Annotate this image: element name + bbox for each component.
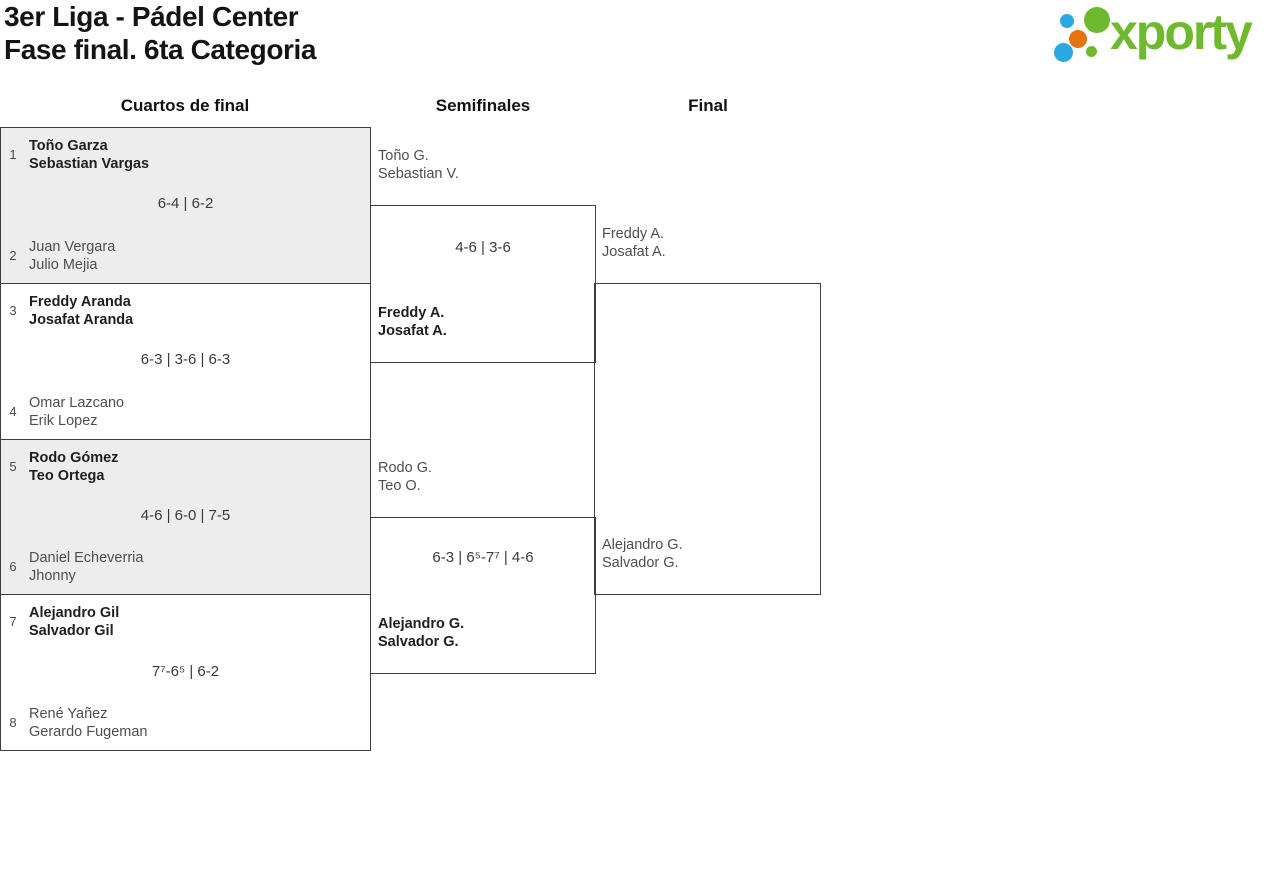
column-header-final: Final <box>688 96 728 115</box>
page-title: 3er Liga - Pádel Center Fase final. 6ta … <box>4 0 317 66</box>
match-semifinal-2[interactable] <box>370 517 596 674</box>
phase-name: Fase final. 6ta Categoria <box>4 34 317 65</box>
player-name: Salvador G. <box>602 555 679 571</box>
player-name: Alejandro Gil <box>29 605 120 622</box>
tournament-name: 3er Liga - Pádel Center <box>4 1 299 32</box>
quarterfinals-column: 1 Toño Garza Sebastian Vargas 6-4 | 6-2 … <box>0 127 371 751</box>
team-name: Freddy A. Josafat A. <box>602 225 666 261</box>
seed-number: 6 <box>9 559 17 575</box>
match-score: 6-3 | 3-6 | 6-3 <box>140 351 231 369</box>
player-name: Josafat A. <box>602 244 666 260</box>
match-score: 4-6 | 6-0 | 7-5 <box>140 506 231 524</box>
seed-number: 7 <box>9 614 17 630</box>
match-quarterfinal-2[interactable]: 3 Freddy Aranda Josafat Aranda 6-3 | 3-6… <box>1 282 370 439</box>
player-name: Teo Ortega <box>29 467 105 484</box>
match-score: 7⁷-6⁵ | 6-2 <box>151 662 220 680</box>
player-name: Omar Lazcano <box>29 394 125 411</box>
match-score: 6-3 | 6⁵-7⁷ | 4-6 <box>432 549 534 566</box>
player-name: Gerardo Fugeman <box>29 724 148 740</box>
logo-dot-blue-large-icon <box>1054 43 1073 62</box>
match-quarterfinal-4[interactable]: 7 Alejandro Gil Salvador Gil 7⁷-6⁵ | 6-2… <box>1 594 370 750</box>
player-name: Josafat A. <box>378 323 447 339</box>
team-name: Rodo Gómez Teo Ortega <box>29 449 118 485</box>
player-name: Sebastian V. <box>378 166 459 182</box>
logo-dot-blue-small-icon <box>1060 14 1074 28</box>
player-name: Freddy A. <box>378 305 445 321</box>
seed-number: 1 <box>9 147 17 162</box>
team-name: Omar Lazcano Erik Lopez <box>29 394 124 430</box>
player-name: René Yañez <box>29 706 108 722</box>
logo-text: xporty <box>1110 4 1253 60</box>
seed-number: 4 <box>9 403 17 419</box>
match-score: 4-6 | 3-6 <box>455 239 511 256</box>
player-name: Teo O. <box>378 478 421 494</box>
team-name: Freddy A. Josafat A. <box>378 304 447 340</box>
match-final[interactable] <box>594 283 821 595</box>
team-name: Alejandro G. Salvador G. <box>378 615 464 651</box>
player-name: Toño G. <box>378 148 429 164</box>
player-name: Sebastian Vargas <box>29 156 150 172</box>
player-name: Juan Vergara <box>29 238 116 255</box>
player-name: Daniel Echeverria <box>29 550 144 567</box>
xporty-logo[interactable]: xporty <box>1050 0 1280 70</box>
team-name: Juan Vergara Julio Mejia <box>29 238 115 274</box>
player-name: Jhonny <box>29 568 76 585</box>
column-header-semifinals: Semifinales <box>435 96 531 115</box>
player-name: Erik Lopez <box>29 412 98 429</box>
logo-dot-green-small-icon <box>1086 46 1097 57</box>
column-header-quarterfinals: Cuartos de final <box>120 96 250 115</box>
player-name: Josafat Aranda <box>29 311 134 328</box>
team-name: Rodo G. Teo O. <box>378 459 432 495</box>
team-name: Toño G. Sebastian V. <box>378 147 459 183</box>
seed-number: 2 <box>9 247 17 263</box>
logo-dot-orange-icon <box>1069 30 1087 48</box>
team-name: Alejandro G. Salvador G. <box>602 536 683 572</box>
match-quarterfinal-3[interactable]: 5 Rodo Gómez Teo Ortega 4-6 | 6-0 | 7-5 … <box>1 438 370 595</box>
team-name: Alejandro Gil Salvador Gil <box>29 604 119 640</box>
team-name: René Yañez Gerardo Fugeman <box>29 705 147 741</box>
player-name: Julio Mejia <box>29 256 98 273</box>
player-name: Rodo Gómez <box>29 449 119 466</box>
match-semifinal-1[interactable] <box>370 205 596 363</box>
seed-number: 8 <box>9 715 17 730</box>
player-name: Salvador Gil <box>29 623 114 640</box>
team-name: Daniel Echeverria Jhonny <box>29 549 143 585</box>
match-quarterfinal-1[interactable]: 1 Toño Garza Sebastian Vargas 6-4 | 6-2 … <box>1 128 370 283</box>
player-name: Alejandro G. <box>378 616 465 632</box>
seed-number: 5 <box>9 458 17 474</box>
team-name: Freddy Aranda Josafat Aranda <box>29 293 133 329</box>
player-name: Rodo G. <box>378 460 432 476</box>
player-name: Freddy A. <box>602 226 665 242</box>
player-name: Salvador G. <box>378 634 459 650</box>
player-name: Freddy Aranda <box>29 293 131 310</box>
player-name: Alejandro G. <box>602 537 683 553</box>
player-name: Toño Garza <box>29 138 108 154</box>
match-score: 6-4 | 6-2 <box>157 195 214 213</box>
team-name: Toño Garza Sebastian Vargas <box>29 137 149 173</box>
logo-dot-green-large-icon <box>1084 7 1110 33</box>
seed-number: 3 <box>9 302 17 318</box>
